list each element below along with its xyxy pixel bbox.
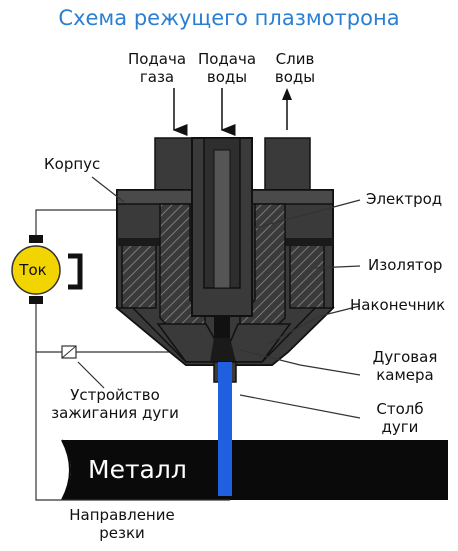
arc-chamber-line1: Дуговая [372,348,438,366]
arc-chamber-line2: камера [376,366,434,384]
gas-supply-label: Подача газа [122,50,192,86]
water-supply-line2: воды [206,68,248,86]
nozzle-shell [114,307,335,366]
ignition-line2: зажигания дуги [51,404,179,422]
leader-lines [77,176,361,419]
arc-column-line2: дуги [381,418,419,436]
insulator-left [121,243,157,309]
body-label: Корпус [44,155,101,173]
arc-chamber-label: Дуговая камера [365,348,445,384]
arc-column-line1: Столб [376,400,424,418]
current-source [11,245,61,295]
electrode-core [213,149,231,289]
water-out-pipe [264,137,311,195]
insulator-right [289,243,325,309]
source-terminal-top [29,235,43,243]
arc-column [218,362,232,496]
cut-direction-line2: резки [99,524,145,542]
insulator-strip-right [268,238,333,246]
cut-direction-label: Направление резки [62,506,182,542]
cut-direction-line1: Направление [69,506,175,524]
water-drain-label: Слив воды [266,50,324,86]
source-bracket [68,253,83,290]
ignition-label: Устройство зажигания дуги [40,386,190,422]
insulator-strip-left [117,238,177,246]
ignition-line1: Устройство [70,386,160,404]
diagram-title: Схема режущего плазмотрона [58,6,400,30]
arc-chamber [210,338,236,362]
water-drain-line1: Слив [275,50,315,68]
current-source-label: Ток [19,261,47,279]
arc-column-label: Столб дуги [365,400,435,436]
metal-workpiece [62,440,448,500]
gas-channel [159,203,206,331]
metal-left-cut [61,439,71,501]
gas-pipe [154,137,194,195]
insulator-label: Изолятор [368,256,443,274]
metal-label: Металл [88,455,187,484]
electrode-tip [214,316,230,338]
nozzle-label: Наконечник [350,296,446,314]
gas-supply-line1: Подача [127,50,187,68]
water-drain-line2: воды [274,68,316,86]
water-supply-line1: Подача [197,50,257,68]
water-out-arrowhead [282,88,292,100]
water-supply-label: Подача воды [192,50,262,86]
source-terminal-bottom [29,296,43,304]
gas-supply-line2: газа [139,68,175,86]
electrode-label: Электрод [366,190,443,208]
